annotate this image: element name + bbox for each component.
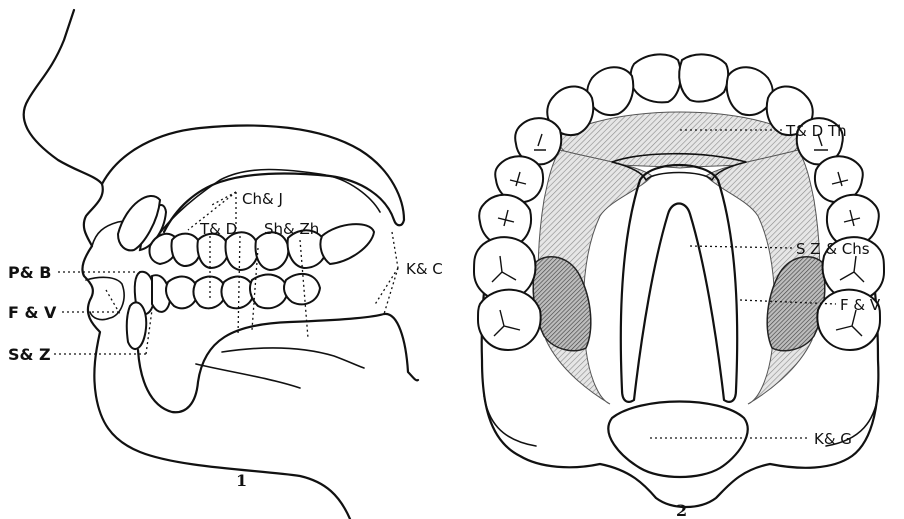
figure-1-sagittal-section: P& B F & V S& Z Ch& J T& D Sh& Zh K& C 1: [8, 10, 443, 519]
lower-teeth: [135, 272, 320, 314]
label-ch-j: Ch& J: [242, 190, 283, 208]
figure-1-number: 1: [236, 471, 247, 490]
mouth-floor: [222, 348, 364, 368]
label-s-z: S& Z: [8, 345, 51, 364]
lower-incisor-root: [127, 302, 147, 349]
central-vault: [621, 165, 737, 402]
label-s-z-chs: S Z & Chs: [796, 240, 870, 258]
fig1-guide-lines: [54, 192, 398, 354]
label-f-v-fig2: F & V: [840, 296, 881, 314]
label-sh-zh: Sh& Zh: [264, 220, 319, 238]
label-k-c: K& C: [406, 260, 443, 278]
figure-2-number: 2: [676, 501, 687, 519]
label-k-g: K& G: [814, 430, 852, 448]
palate-inner-outline: [484, 396, 536, 446]
mouth-floor-2: [196, 364, 300, 388]
upper-arch-teeth: [474, 54, 884, 350]
figure-2-palate-view: T& D Th S Z & Chs F & V K& G 2: [474, 54, 884, 519]
soft-palate: [608, 402, 747, 478]
label-p-b: P& B: [8, 263, 51, 282]
label-f-v-fig1: F & V: [8, 303, 57, 322]
label-t-d: T& D: [199, 220, 237, 238]
lower-jaw: [138, 314, 418, 412]
label-t-d-th: T& D Th: [785, 122, 847, 140]
